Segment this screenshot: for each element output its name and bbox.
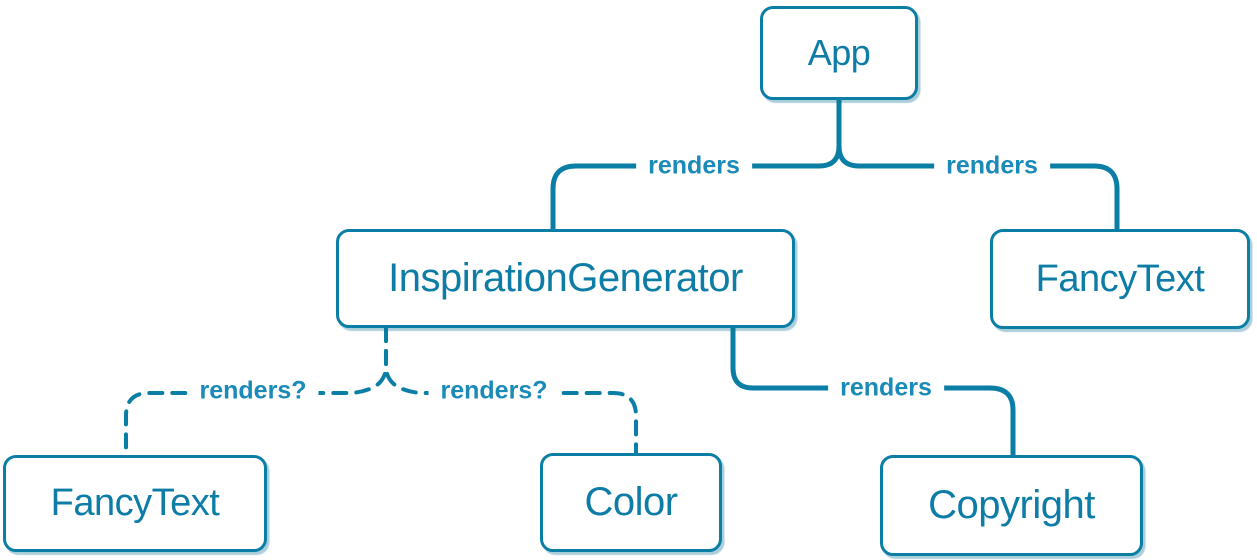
node-app: App xyxy=(760,6,918,100)
node-fancy-text-bottom-label: FancyText xyxy=(50,482,220,524)
node-fancy-text-bottom: FancyText xyxy=(3,455,267,552)
edge-label-renders-maybe-inspiration-generator-color: renders? xyxy=(428,376,560,406)
node-inspiration-generator-label: InspirationGenerator xyxy=(388,256,743,300)
edge-inspiration-generator-to-color xyxy=(384,326,638,455)
edge-label-renders-app-inspiration-generator: renders xyxy=(636,151,752,181)
edge-app-to-fancy-text xyxy=(836,143,1120,232)
node-fancy-text-top-label: FancyText xyxy=(1035,257,1205,300)
node-color: Color xyxy=(540,453,722,552)
node-inspiration-generator: InspirationGenerator xyxy=(336,229,795,328)
node-fancy-text-top: FancyText xyxy=(990,229,1250,329)
edge-label-renders-maybe-inspiration-generator-fancy-text: renders? xyxy=(187,376,319,406)
edge-inspiration-generator-to-fancy-text xyxy=(124,326,388,457)
edge-label-renders-app-fancy-text: renders xyxy=(934,151,1050,181)
edge-label-renders-inspiration-generator-copyright: renders xyxy=(828,373,944,403)
node-copyright-label: Copyright xyxy=(928,483,1095,527)
node-copyright: Copyright xyxy=(880,455,1143,556)
node-app-label: App xyxy=(807,32,871,73)
node-color-label: Color xyxy=(584,480,678,524)
